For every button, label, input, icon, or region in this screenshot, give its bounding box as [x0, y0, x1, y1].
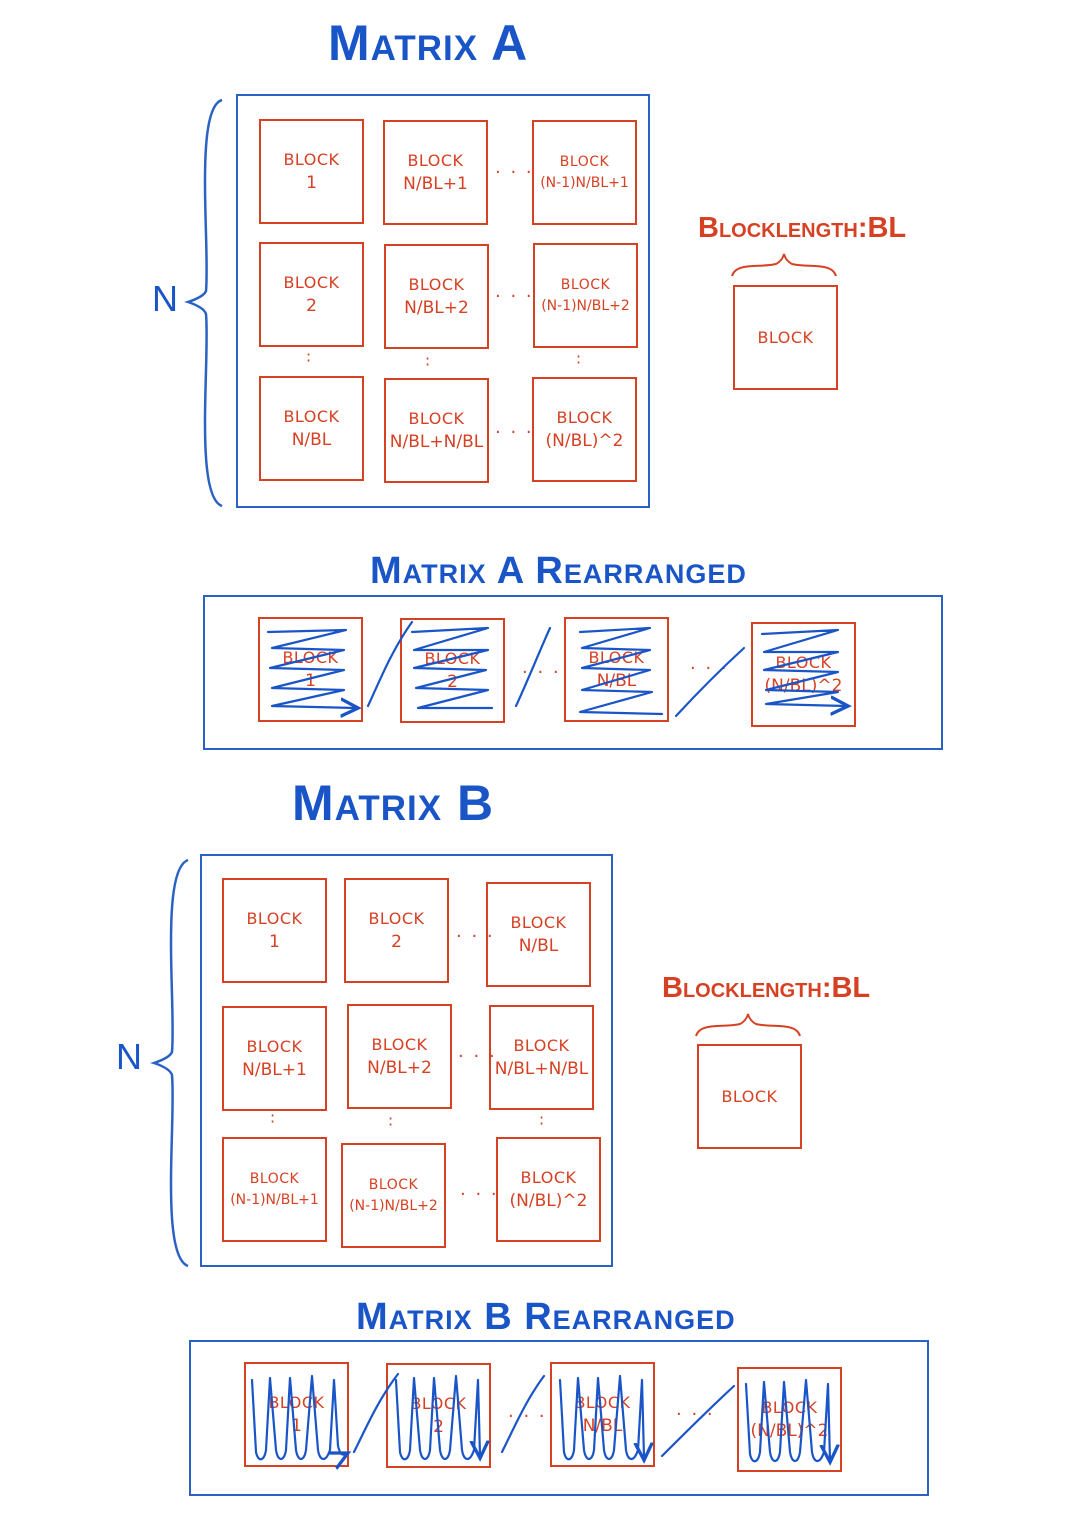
matrix-b-ellipsis-row-1: · · · — [456, 926, 495, 947]
matrix-b-ellipsis-row-3: · · · — [460, 1184, 499, 1205]
matrix-b-frame — [200, 854, 613, 1267]
matrix-a-vertical-dots-col-1: ·· — [306, 345, 312, 370]
matrix-b-rearranged-ellipsis-1: · · · — [508, 1406, 547, 1427]
matrix-a-frame — [236, 94, 650, 508]
matrix-a-block-n-bl-squared: BLOCK(N/BL)^2 — [532, 377, 637, 482]
matrix-b-rearranged-block-n-bl-squared: BLOCK(N/BL)^2 — [737, 1367, 842, 1472]
matrix-a-blocklength-caption: Blocklength:BL — [698, 212, 907, 244]
matrix-b-title: Matrix B — [292, 775, 495, 831]
matrix-a-rearranged-ellipsis-2: · · · — [690, 658, 729, 679]
matrix-a-title: Matrix A — [328, 15, 529, 71]
matrix-b-rearranged-frame — [189, 1340, 929, 1496]
matrix-a-sample-block: BLOCK — [733, 285, 838, 390]
matrix-a-vertical-dots-col-2: ·· — [425, 349, 431, 374]
matrix-a-rearranged-ellipsis-1: · · · — [522, 662, 561, 683]
matrix-b-sample-block: BLOCK — [697, 1044, 802, 1149]
matrix-a-rearranged-title: Matrix A Rearranged — [370, 550, 747, 592]
matrix-b-n-brace — [150, 858, 189, 1268]
matrix-b-rearranged-title: Matrix B Rearranged — [356, 1296, 736, 1338]
matrix-a-rearranged-block-n-bl-squared: BLOCK(N/BL)^2 — [751, 622, 856, 727]
matrix-b-ellipsis-row-2: · · · — [458, 1046, 497, 1067]
matrix-a-ellipsis-row-1: · · · — [495, 162, 534, 183]
matrix-a-n-brace — [184, 98, 223, 508]
matrix-a-n-label: N — [152, 278, 178, 319]
matrix-b-vertical-dots-col-2: ·· — [388, 1109, 394, 1134]
matrix-b-vertical-dots-col-1: ·· — [270, 1106, 276, 1131]
matrix-a-rearranged-frame — [203, 595, 943, 750]
matrix-b-block-n-bl-squared: BLOCK(N/BL)^2 — [496, 1137, 601, 1242]
matrix-b-vertical-dots-col-3: ·· — [539, 1108, 545, 1133]
matrix-b-rearranged-ellipsis-2: · · · — [676, 1404, 715, 1425]
matrix-b-n-label: N — [116, 1036, 142, 1077]
matrix-a-blocklength-brace — [731, 253, 837, 277]
matrix-a-block-n-1-n-bl-plus-2: BLOCK(N-1)N/BL+2 — [533, 243, 638, 348]
matrix-b-block-n-1-n-bl-plus-2: BLOCK(N-1)N/BL+2 — [341, 1143, 446, 1248]
matrix-a-ellipsis-row-3: · · · — [495, 422, 534, 443]
matrix-a-vertical-dots-col-3: ·· — [576, 347, 582, 372]
matrix-a-ellipsis-row-2: · · · — [495, 286, 534, 307]
matrix-b-block-n-1-n-bl-plus-1: BLOCK(N-1)N/BL+1 — [222, 1137, 327, 1242]
matrix-a-block-n-1-n-bl-plus-1: BLOCK(N-1)N/BL+1 — [532, 120, 637, 225]
matrix-b-blocklength-caption: Blocklength:BL — [662, 972, 871, 1004]
matrix-b-blocklength-brace — [695, 1013, 801, 1037]
